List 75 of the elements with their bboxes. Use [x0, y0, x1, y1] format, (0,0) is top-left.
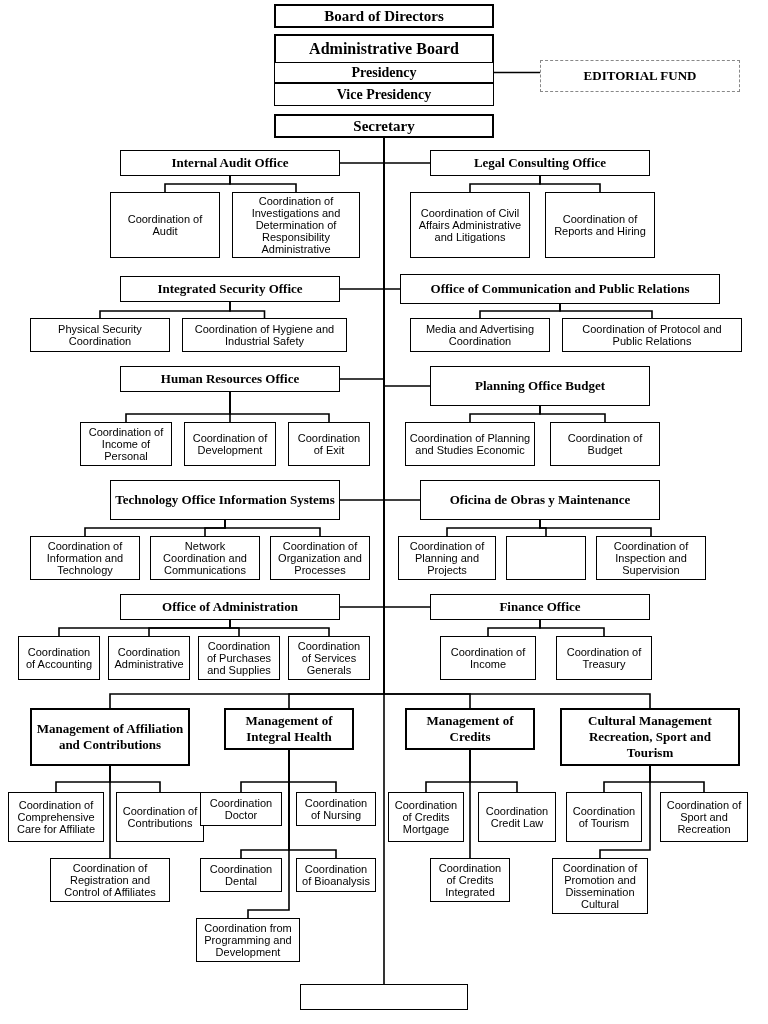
- connector-line: [539, 619, 605, 637]
- office-box: Integrated Security Office: [120, 276, 340, 302]
- connector-line: [469, 749, 471, 859]
- unit-box: Board of Directors: [274, 4, 494, 28]
- office-box: Office of Communication and Public Relations: [400, 274, 720, 304]
- coordination-box: Coordination Credit Law: [478, 792, 556, 842]
- coordination-box: Coordination of Purchases and Supplies: [198, 636, 280, 680]
- connector-line: [247, 749, 290, 919]
- coordination-box: Coordination of Nursing: [296, 792, 376, 826]
- blank-box: [300, 984, 468, 1010]
- coordination-box: Coordination of Accounting: [18, 636, 100, 680]
- coordination-box: Coordination of Information and Technology: [30, 536, 140, 580]
- unit-box: Secretary: [274, 114, 494, 138]
- coordination-box: Coordination of Planning and Studies Economic: [405, 422, 535, 466]
- coordination-box: Coordination of Services Generals: [288, 636, 370, 680]
- coordination-box: Coordination of Inspection and Supervision: [596, 536, 706, 580]
- connector-line: [229, 175, 297, 193]
- connector-line: [224, 519, 321, 537]
- coordination-box: Coordination of Income of Personal: [80, 422, 172, 466]
- coordination-box: Coordination from Programming and Development: [196, 918, 300, 962]
- office-box: Oficina de Obras y Maintenance: [420, 480, 660, 520]
- coordination-box: Coordination of Tourism: [566, 792, 642, 842]
- connector-line: [559, 303, 653, 319]
- coordination-box: Coordination of Sport and Recreation: [660, 792, 748, 842]
- connector-line: [229, 301, 266, 319]
- office-box: Planning Office Budget: [430, 366, 650, 406]
- office-box: Finance Office: [430, 594, 650, 620]
- unit-row: Vice Presidency: [274, 83, 494, 106]
- connector-line: [539, 175, 601, 193]
- coordination-box: Coordination of Treasury: [556, 636, 652, 680]
- coordination-box: Coordination of Income: [440, 636, 536, 680]
- office-box: Technology Office Information Systems: [110, 480, 340, 520]
- coordination-box: Coordination of Reports and Hiring: [545, 192, 655, 258]
- connector-line: [539, 519, 652, 537]
- management-box: Management of Affiliation and Contributions: [30, 708, 190, 766]
- management-box: Cultural Management Recreation, Sport and Tourism: [560, 708, 740, 766]
- board-panel: [274, 34, 494, 106]
- coordination-box: Media and Advertising Coordination: [410, 318, 550, 352]
- coordination-box: Coordination of Bioanalysis: [296, 858, 376, 892]
- connector-line: [539, 405, 606, 423]
- connector-line: [599, 765, 651, 859]
- coordination-box: Coordination of Organization and Processes: [270, 536, 370, 580]
- connector-line: [109, 765, 111, 859]
- coordination-box: Coordination of Credits Mortgage: [388, 792, 464, 842]
- coordination-box: Coordination of Civil Affairs Administrative and Litigations: [410, 192, 530, 258]
- coordination-box: Coordination of Hygiene and Industrial Safety: [182, 318, 347, 352]
- unit-row: Presidency: [274, 62, 494, 83]
- coordination-box: Coordination Dental: [200, 858, 282, 892]
- coordination-box: Coordination of Exit: [288, 422, 370, 466]
- coordination-box: Coordination of Audit: [110, 192, 220, 258]
- coordination-box: Coordination Administrative: [108, 636, 190, 680]
- management-box: Management of Integral Health: [224, 708, 354, 750]
- coordination-box: Coordination of Investigations and Determination of Responsibility Administrative: [232, 192, 360, 258]
- office-box: Legal Consulting Office: [430, 150, 650, 176]
- blank-box: [506, 536, 586, 580]
- dashed-box: EDITORIAL FUND: [540, 60, 740, 92]
- management-box: Management of Credits: [405, 708, 535, 750]
- coordination-box: Coordination Doctor: [200, 792, 282, 826]
- coordination-box: Coordination of Protocol and Public Relations: [562, 318, 742, 352]
- office-box: Human Resources Office: [120, 366, 340, 392]
- coordination-box: Coordination of Comprehensive Care for Affiliate: [8, 792, 104, 842]
- coordination-box: Coordination of Promotion and Dissemination Cultural: [552, 858, 648, 914]
- coordination-box: Coordination of Development: [184, 422, 276, 466]
- coordination-box: Coordination of Registration and Control of Affiliates: [50, 858, 170, 902]
- office-box: Internal Audit Office: [120, 150, 340, 176]
- connector-line: [229, 391, 330, 423]
- coordination-box: Coordination of Budget: [550, 422, 660, 466]
- coordination-box: Coordination of Planning and Projects: [398, 536, 496, 580]
- office-box: Office of Administration: [120, 594, 340, 620]
- coordination-box: Physical Security Coordination: [30, 318, 170, 352]
- connector-line: [493, 71, 541, 74]
- coordination-box: Coordination of Contributions: [116, 792, 204, 842]
- coordination-box: Network Coordination and Communications: [150, 536, 260, 580]
- panel-title: Administrative Board: [308, 39, 460, 59]
- coordination-box: Coordination of Credits Integrated: [430, 858, 510, 902]
